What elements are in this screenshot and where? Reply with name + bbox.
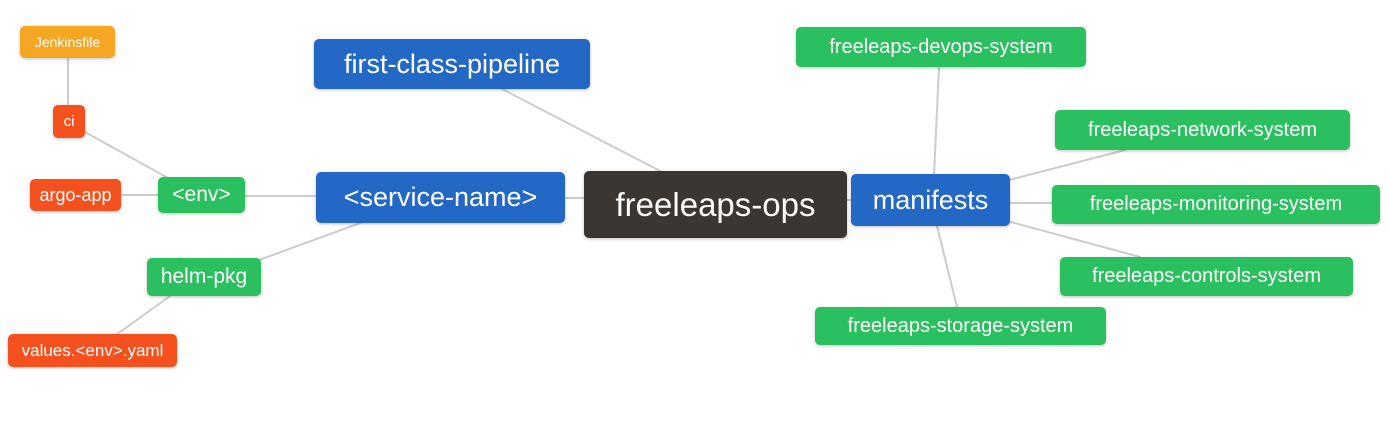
node-freeleaps-network-system[interactable]: freeleaps-network-system <box>1055 110 1350 150</box>
node-argo-app[interactable]: argo-app <box>30 179 121 211</box>
node-jenkinsfile[interactable]: Jenkinsfile <box>20 26 115 58</box>
node-freeleaps-devops-system[interactable]: freeleaps-devops-system <box>796 27 1086 67</box>
node-manifests[interactable]: manifests <box>851 174 1010 226</box>
node-first-class-pipeline[interactable]: first-class-pipeline <box>314 39 590 89</box>
node-env[interactable]: <env> <box>158 177 245 213</box>
edge-manifests-to-freeleaps-controls-system <box>1010 221 1141 258</box>
node-freeleaps-ops[interactable]: freeleaps-ops <box>584 171 847 238</box>
edge-service-name-to-helm-pkg <box>258 221 364 261</box>
node-ci[interactable]: ci <box>53 105 85 138</box>
edge-manifests-to-freeleaps-storage-system <box>936 225 958 308</box>
node-helm-pkg[interactable]: helm-pkg <box>147 258 261 296</box>
edge-first-class-pipeline-to-freeleaps-ops <box>501 88 663 173</box>
edge-helm-pkg-to-values-env-yaml <box>115 295 171 336</box>
node-freeleaps-storage-system[interactable]: freeleaps-storage-system <box>815 307 1106 345</box>
node-freeleaps-controls-system[interactable]: freeleaps-controls-system <box>1060 257 1353 296</box>
edge-manifests-to-freeleaps-devops-system <box>933 66 940 176</box>
node-values-env-yaml[interactable]: values.<env>.yaml <box>8 334 177 367</box>
node-service-name[interactable]: <service-name> <box>316 172 565 223</box>
edge-manifests-to-freeleaps-network-system <box>1008 149 1126 181</box>
node-freeleaps-monitoring-system[interactable]: freeleaps-monitoring-system <box>1052 185 1380 224</box>
edge-ci-to-env <box>84 131 169 179</box>
